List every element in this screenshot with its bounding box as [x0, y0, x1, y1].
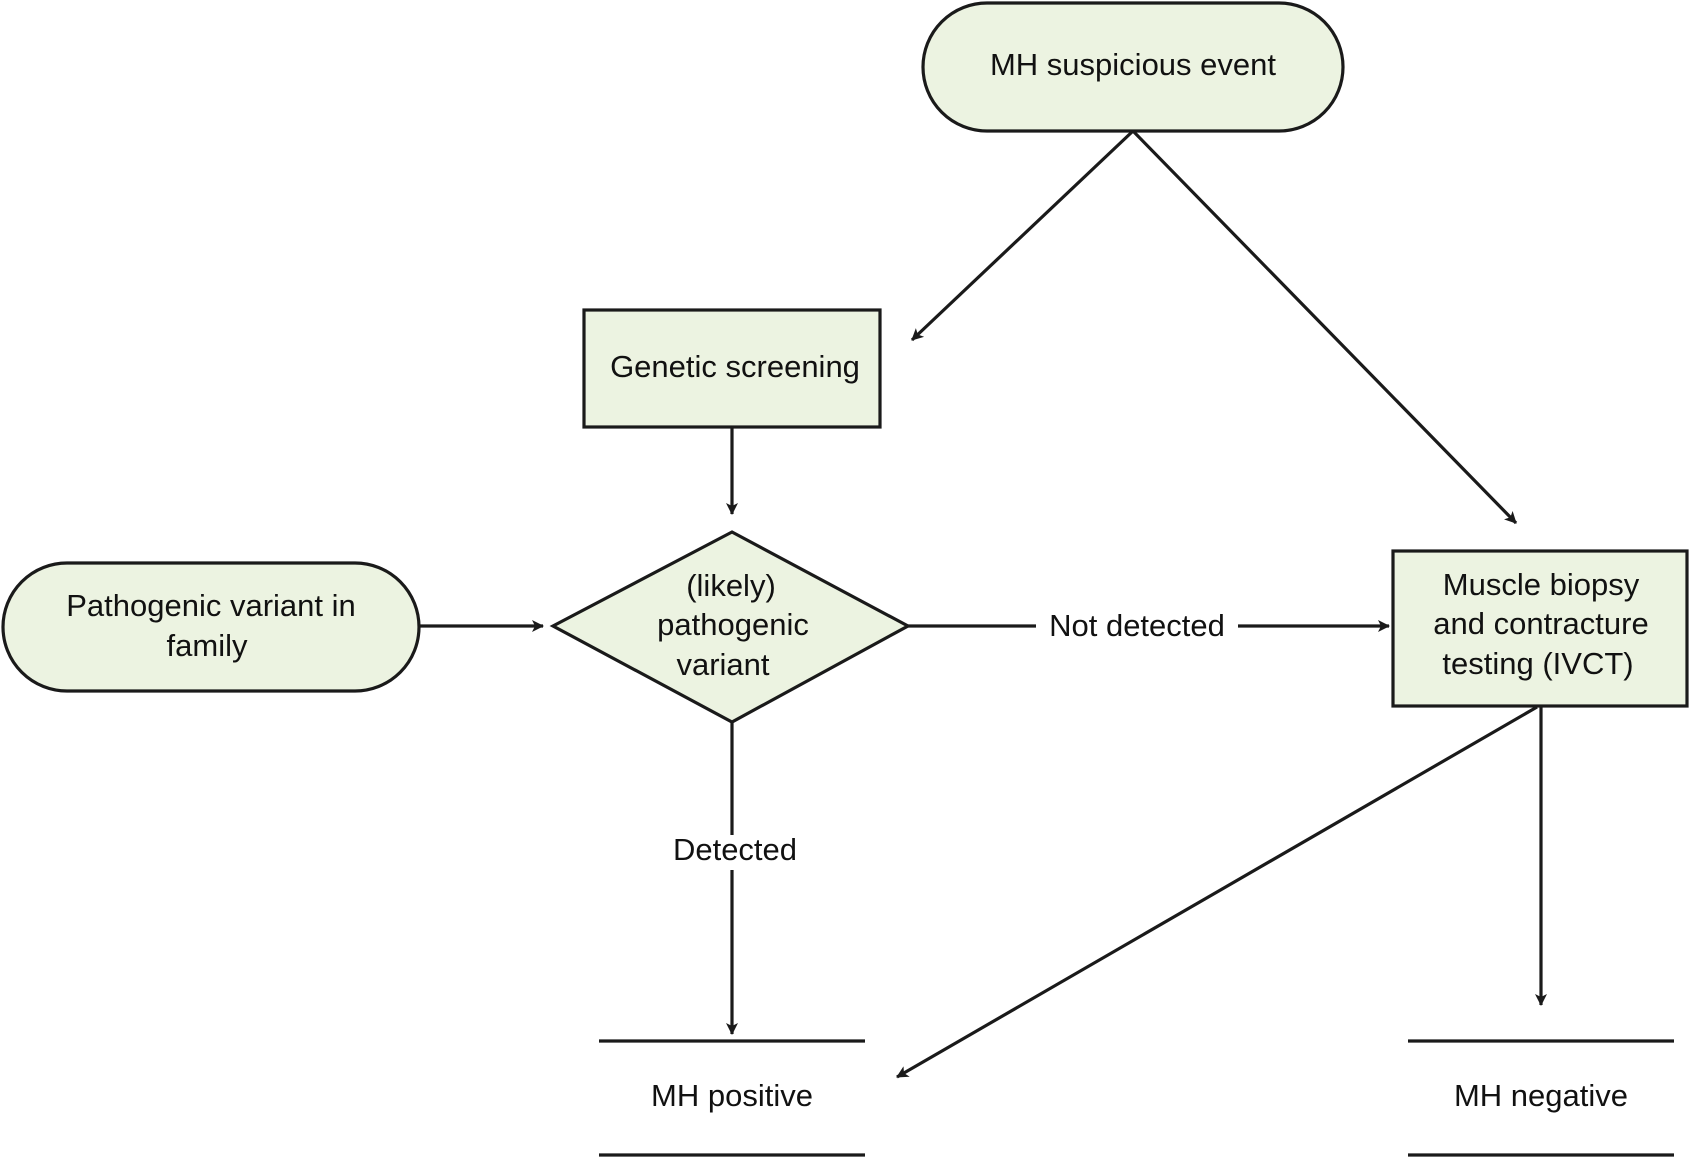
node-genetic-screening: Genetic screening [582, 308, 882, 429]
node-mh-positive: MH positive [599, 1039, 865, 1157]
edge-event-to-muscle-biopsy [1131, 129, 1518, 525]
node-label-line-1: Pathogenic variant in [66, 588, 356, 623]
node-label-line-3: testing (IVCT) [1442, 646, 1633, 681]
node-label-line-2: and contracture [1433, 606, 1648, 641]
node-label-line-3: variant [676, 647, 769, 682]
node-label: MH positive [651, 1078, 813, 1113]
node-label-line-2: family [167, 628, 248, 663]
process-shape [582, 308, 882, 429]
edge-label-not-detected: Not detected [1049, 608, 1225, 643]
terminator-shape [1, 561, 421, 693]
decision-diamond-shape [549, 530, 912, 724]
node-label: MH negative [1454, 1078, 1628, 1113]
node-label-line-1: (likely) [686, 568, 776, 603]
node-label: MH suspicious event [990, 47, 1276, 82]
node-label-line-2: pathogenic [657, 607, 809, 642]
edges [419, 129, 1547, 1079]
edge-muscle-biopsy-to-mh-positive [896, 705, 1538, 1079]
node-pathogenic-variant-in-family: Pathogenic variant in family [1, 561, 421, 693]
node-mh-negative: MH negative [1408, 1039, 1674, 1157]
process-shape [1391, 549, 1689, 708]
edge-label-detected: Detected [673, 832, 797, 867]
node-label-line-1: Muscle biopsy [1443, 567, 1640, 602]
node-muscle-biopsy-ivct: Muscle biopsy and contracture testing (I… [1391, 549, 1689, 708]
edge-event-to-genetic-screening [910, 129, 1135, 342]
node-mh-suspicious-event: MH suspicious event [921, 1, 1345, 133]
terminator-shape [921, 1, 1345, 133]
node-label: Genetic screening [610, 349, 860, 384]
node-decision-likely-pathogenic-variant: (likely) pathogenic variant [549, 530, 912, 724]
edge-labels: Not detected Detected [673, 608, 1225, 867]
